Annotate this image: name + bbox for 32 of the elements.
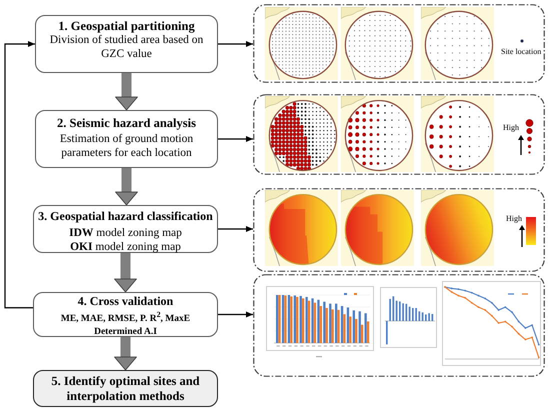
map-panel [253,94,545,175]
arrow [218,226,253,232]
process-box [35,110,218,168]
legend-label: High [506,214,522,224]
step-description: OKI model zoning map [70,240,181,254]
step-description: Determined A.I [94,326,157,340]
block-arrow [114,337,137,370]
block-arrow [114,253,137,292]
chart-panel [253,274,545,377]
legend-label: High [503,123,519,133]
arrow [218,136,253,142]
arrow [218,312,253,318]
step-description: IDW model zoning map [69,226,182,240]
legend-label: Site location [501,47,542,57]
step-title: 2. Seismic hazard analysis [57,116,196,130]
arrow [218,41,253,47]
step-title: 1. Geospatial partitioning [58,19,195,33]
map-panel [253,188,545,272]
step-title: 3. Geospatial hazard classification [38,209,213,223]
step-description: Division of studied area based on GZC value [48,33,204,61]
step-description: ME, MAE, RMSE, P. R$^{2}$, MaxE [60,309,190,326]
step-title: 4. Cross validation [78,294,174,308]
process-box [33,205,218,253]
step-title: 5. Identify optimal sites and interpolation methods [50,374,201,404]
process-box [35,15,218,73]
block-arrow [115,168,138,206]
process-box [33,292,218,337]
arrow [4,41,35,308]
step-description: Estimation of ground motion parameters for each location [58,132,194,160]
result-box [33,370,218,407]
block-arrow [115,73,138,110]
map-panel [253,4,545,83]
